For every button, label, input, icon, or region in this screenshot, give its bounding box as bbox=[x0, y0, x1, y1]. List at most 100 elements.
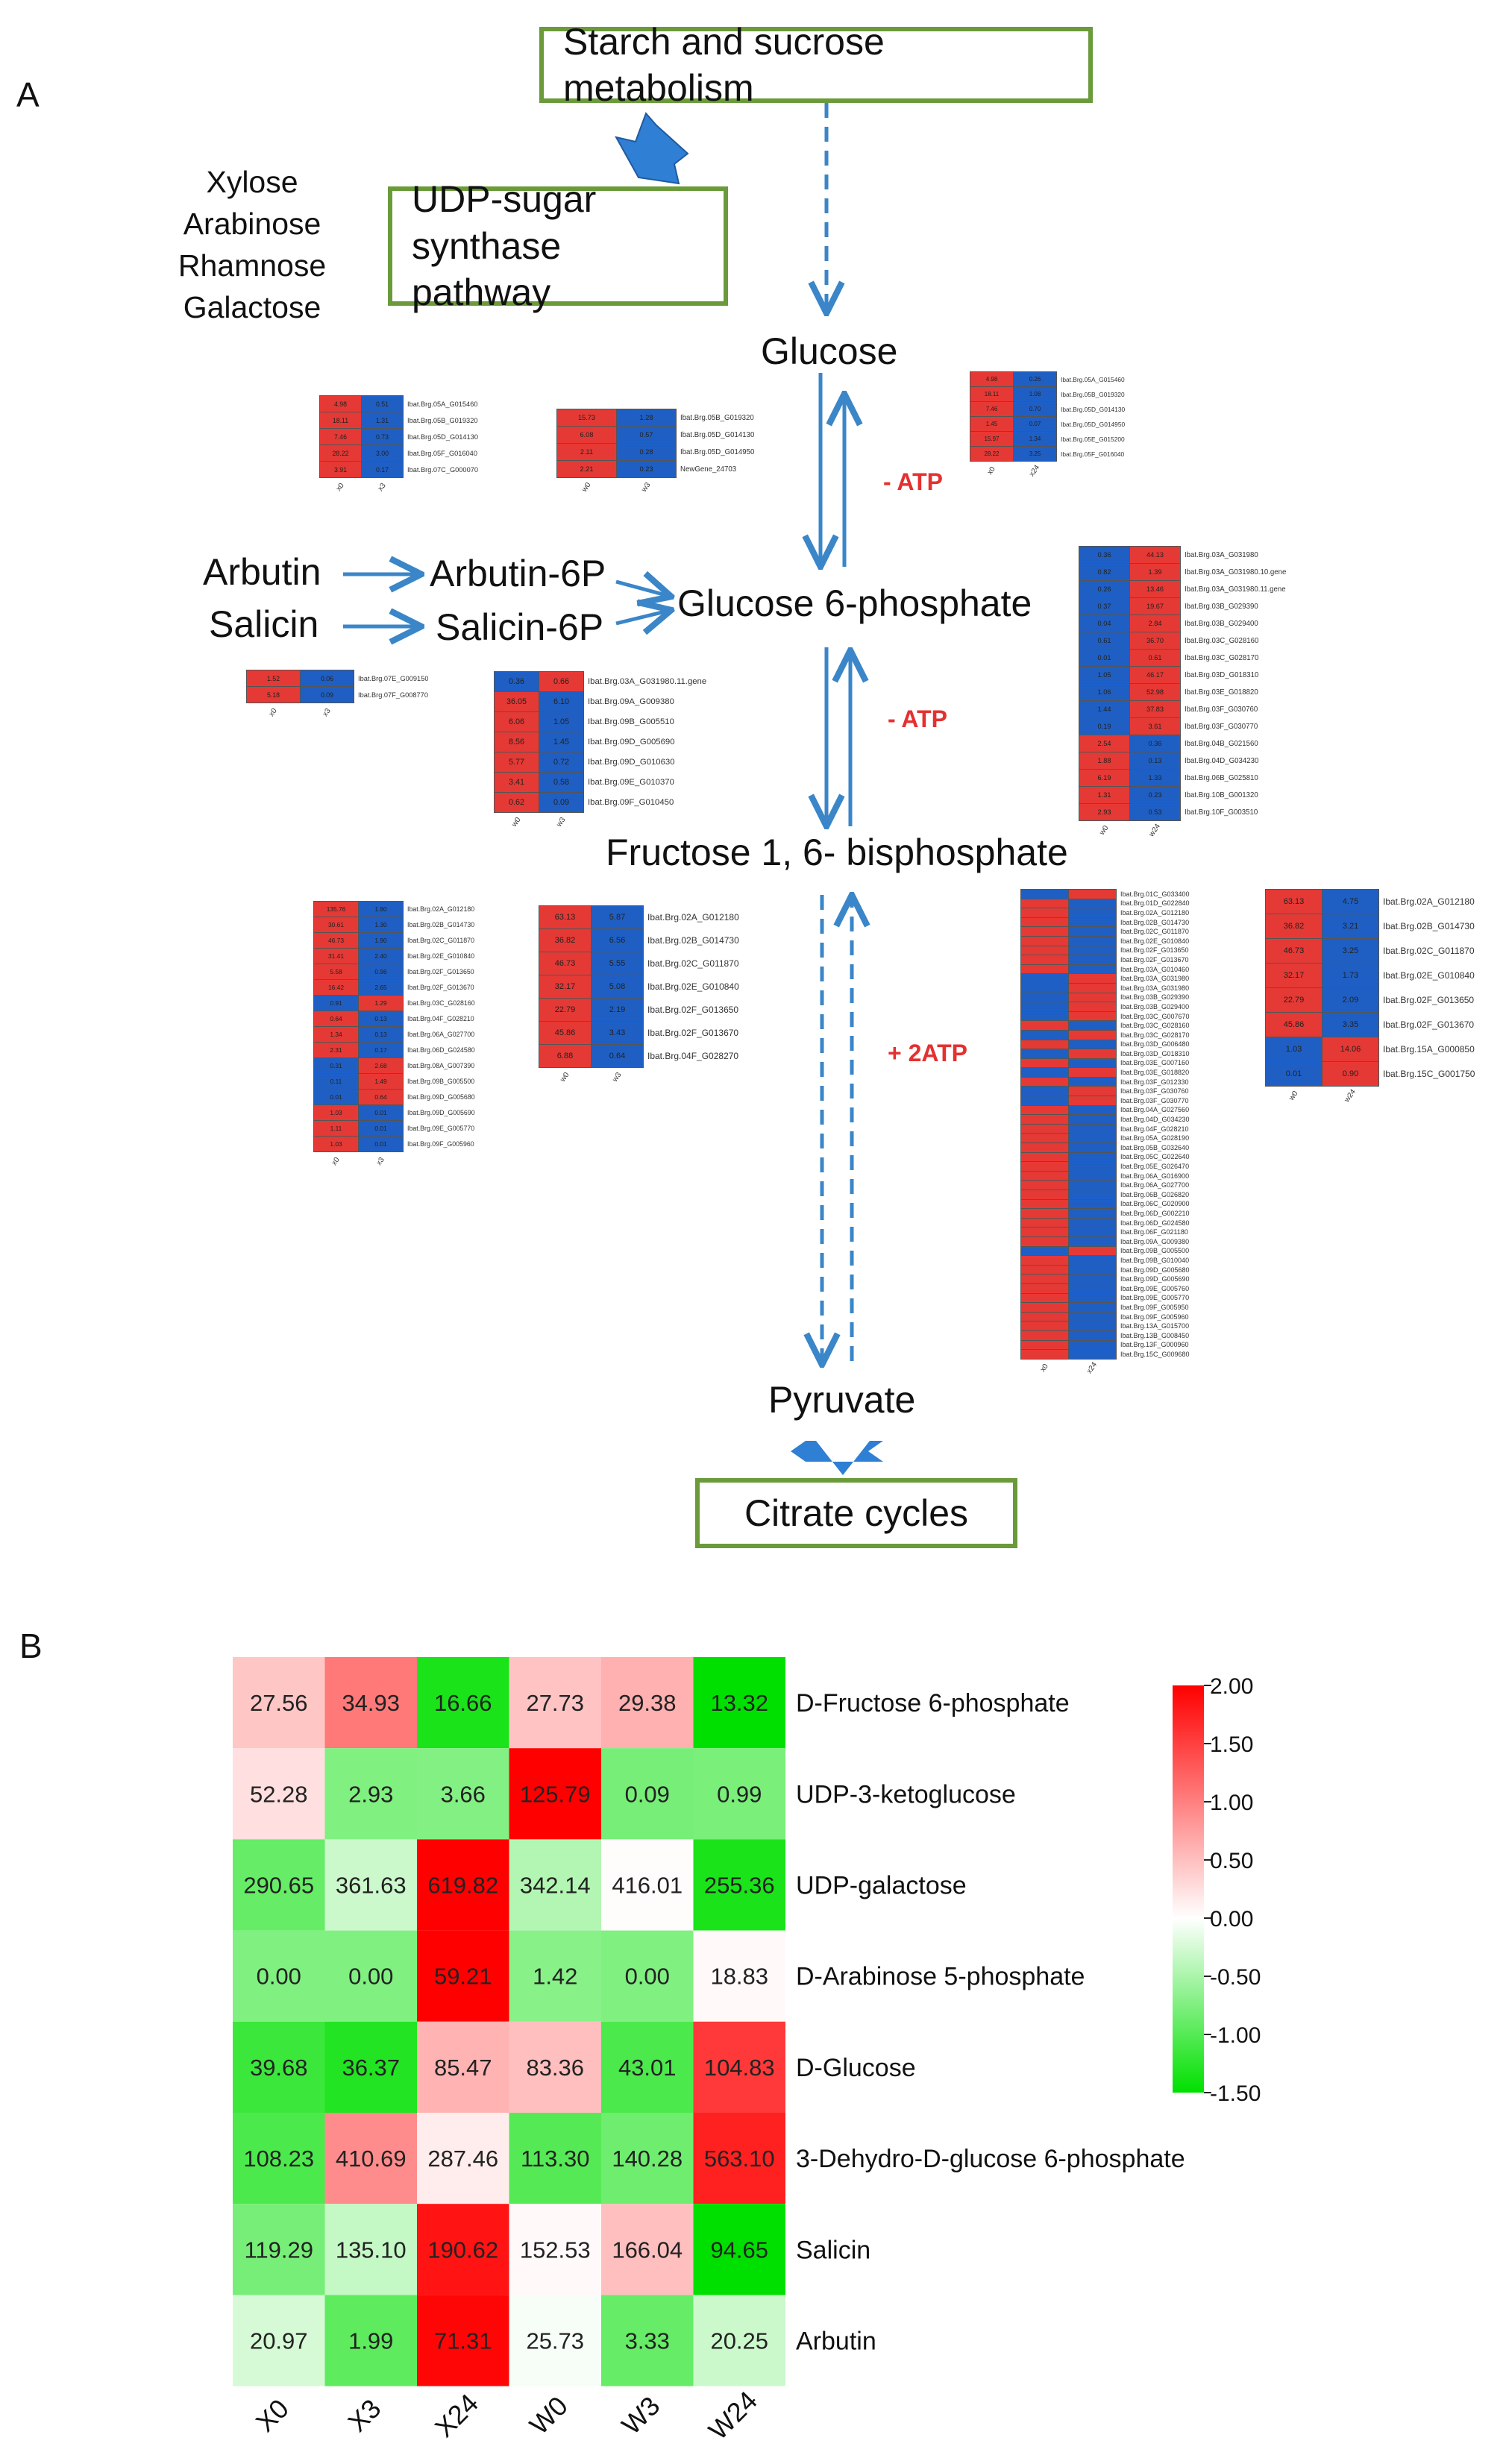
heatmap-cell: 63.13 bbox=[539, 905, 592, 929]
heatmap-cell bbox=[233, 2113, 325, 2204]
heatmap-cell bbox=[693, 2295, 785, 2386]
legend-tick-label: 1.50 bbox=[1210, 1732, 1253, 1757]
heatmap-cell: 2.21 bbox=[556, 460, 617, 478]
heatmap-row: Ibat.Brg.06C_G020900 bbox=[1020, 1198, 1190, 1210]
heatmap-cell: 0.01 bbox=[358, 1120, 404, 1137]
sugar-xylose: Xylose bbox=[206, 165, 298, 199]
node-glucose-6-phosphate: Glucose 6-phosphate bbox=[677, 582, 1032, 624]
heatmap-cell: 0.91 bbox=[313, 995, 359, 1011]
gene-id: Ibat.Brg.15C_G001750 bbox=[1383, 1069, 1475, 1079]
cell-value: 27.73 bbox=[526, 1690, 584, 1716]
cell-value: 152.53 bbox=[520, 2237, 591, 2263]
heatmap-row: Ibat.Brg.06F_G021180 bbox=[1020, 1227, 1190, 1237]
heatmap-cell bbox=[1020, 1067, 1069, 1078]
gene-id: Ibat.Brg.02F_G013670 bbox=[1120, 955, 1189, 964]
heatmap-cell: 22.79 bbox=[1265, 987, 1323, 1013]
cell-value: 619.82 bbox=[427, 1873, 498, 1899]
heatmap-cell bbox=[1068, 1330, 1117, 1341]
gene-id: Ibat.Brg.09D_G005690 bbox=[407, 1109, 475, 1116]
heatmap-row: Ibat.Brg.05C_G022640 bbox=[1020, 1151, 1190, 1163]
heatmap-cell: 1.06 bbox=[1079, 683, 1130, 701]
heatmap-cell bbox=[1020, 889, 1069, 899]
gene-id: Ibat.Brg.02E_G010840 bbox=[1383, 970, 1475, 981]
heatmap-cell bbox=[1068, 1123, 1117, 1134]
heatmap-row: Ibat.Brg.06A_G016900 bbox=[1020, 1170, 1190, 1181]
heatmap-row: Ibat.Brg.03A_G010460 bbox=[1020, 964, 1190, 975]
gene-id: Ibat.Brg.09E_G010370 bbox=[588, 778, 674, 787]
gene-id: Ibat.Brg.09B_G005500 bbox=[1120, 1247, 1190, 1255]
gene-id: Ibat.Brg.05B_G019320 bbox=[407, 416, 478, 424]
heatmap-cell bbox=[1068, 1020, 1117, 1031]
heatmap-row: Ibat.Brg.03A_G031980 bbox=[1020, 973, 1190, 984]
cell-value: 71.31 bbox=[434, 2328, 492, 2354]
gene-id: Ibat.Brg.05E_G015200 bbox=[1061, 435, 1125, 443]
gene-id: Ibat.Brg.03F_G030770 bbox=[1185, 722, 1258, 731]
heatmap-cell bbox=[1020, 1198, 1069, 1210]
heatmap-row: Ibat.Brg.06D_G002210 bbox=[1020, 1208, 1190, 1219]
node-pyruvate: Pyruvate bbox=[768, 1379, 916, 1421]
gene-id: Ibat.Brg.03C_G028160 bbox=[1120, 1022, 1190, 1030]
gene-id: Ibat.Brg.06D_G024580 bbox=[407, 1046, 475, 1054]
heatmap-cell bbox=[1068, 1227, 1117, 1237]
heatmap-cell bbox=[417, 1657, 509, 1749]
cell-value: 1.42 bbox=[533, 1964, 577, 1990]
heatmap-col-label: w24 bbox=[1343, 1088, 1358, 1104]
heatmap-row: Ibat.Brg.04F_G028210 bbox=[1020, 1123, 1190, 1134]
gene-id: Ibat.Brg.06A_G027700 bbox=[407, 1031, 475, 1038]
cell-value: 361.63 bbox=[336, 1873, 407, 1899]
heatmap-cell: 1.49 bbox=[358, 1073, 404, 1090]
gene-id: Ibat.Brg.05B_G032640 bbox=[1120, 1143, 1190, 1151]
heatmap-cell: 6.88 bbox=[539, 1044, 592, 1068]
gene-id: Ibat.Brg.02A_G012180 bbox=[1383, 896, 1475, 907]
gene-id: Ibat.Brg.03A_G031980 bbox=[1185, 550, 1258, 559]
heatmap-cell: 2.93 bbox=[1079, 803, 1130, 821]
gene-id: Ibat.Brg.04F_G028270 bbox=[647, 1051, 739, 1061]
column-label: W24 bbox=[703, 2385, 763, 2445]
gene-id: Ibat.Brg.02F_G013670 bbox=[647, 1028, 739, 1038]
gene-id: Ibat.Brg.03C_G028160 bbox=[407, 999, 475, 1007]
gene-id: Ibat.Brg.06B_G026820 bbox=[1120, 1190, 1190, 1198]
heatmap-cell bbox=[601, 1748, 694, 1840]
gene-id: Ibat.Brg.04B_G021560 bbox=[1185, 739, 1258, 748]
heatmap-cell bbox=[1020, 1321, 1069, 1331]
gene-id: Ibat.Brg.03B_G029400 bbox=[1185, 619, 1258, 628]
heatmap-cell bbox=[1020, 1302, 1069, 1313]
heatmap-cell: 135.76 bbox=[313, 901, 359, 917]
heatmap-cell bbox=[1068, 1114, 1117, 1125]
heatmap-cell bbox=[1020, 992, 1069, 1003]
heatmap-cell bbox=[1020, 898, 1069, 909]
gene-id: Ibat.Brg.02F_G013650 bbox=[407, 968, 474, 975]
heatmap-cell: 3.25 bbox=[1322, 938, 1379, 964]
heatmap-cell bbox=[509, 1748, 601, 1840]
gene-id: Ibat.Brg.05B_G019320 bbox=[680, 413, 754, 422]
heatmap-cell bbox=[1068, 1151, 1117, 1163]
heatmap-row: Ibat.Brg.09D_G005690 bbox=[1020, 1274, 1190, 1284]
salicin6p-to-g6p-arrow bbox=[615, 610, 671, 623]
heatmap-cell bbox=[1068, 1274, 1117, 1284]
heatmap-cell: 0.26 bbox=[1013, 371, 1057, 387]
row-label: UDP-galactose bbox=[796, 1872, 967, 1900]
gene-id: Ibat.Brg.04F_G028210 bbox=[407, 1015, 474, 1022]
cell-value: 0.00 bbox=[348, 1964, 393, 1990]
heatmap-cell: 1.34 bbox=[313, 1026, 359, 1043]
node-salicin-6p: Salicin-6P bbox=[436, 606, 604, 648]
heatmap-cell bbox=[1020, 1349, 1069, 1360]
heatmap-cell bbox=[693, 2204, 785, 2295]
heatmap-cell bbox=[1068, 1217, 1117, 1228]
gene-id: Ibat.Brg.02A_G012180 bbox=[647, 912, 739, 923]
gene-id: Ibat.Brg.05A_G028190 bbox=[1120, 1134, 1190, 1143]
